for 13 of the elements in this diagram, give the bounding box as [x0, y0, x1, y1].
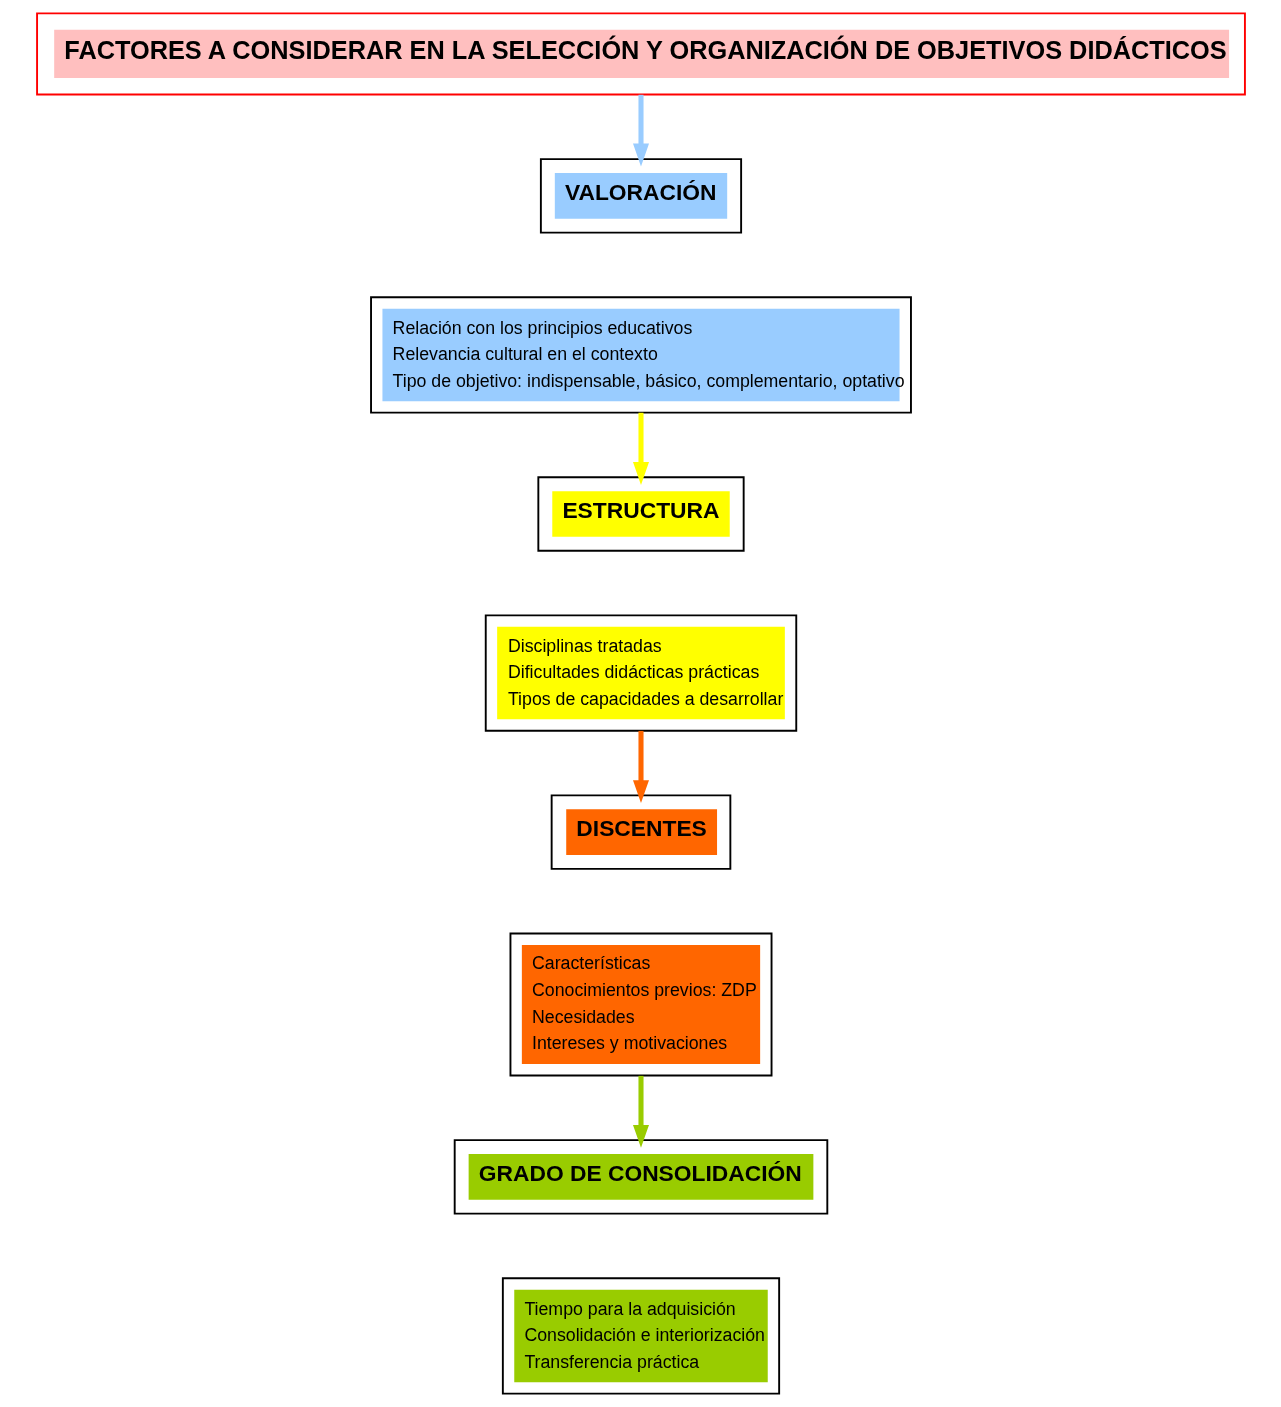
node-box: Disciplinas tratadas Dificultades didácticas prácticas Tipos de capacidades a desarrollar: [484, 614, 797, 732]
arrow: [632, 730, 649, 804]
node-box: GRADO DE CONSOLIDACIÓN: [453, 1139, 828, 1215]
arrow: [632, 94, 649, 167]
node-box: DISCENTES: [550, 794, 731, 870]
node-box: VALORACIÓN: [539, 158, 742, 234]
node-box: ESTRUCTURA: [536, 476, 745, 552]
node-box: Relación con los principios educativos Relevancia cultural en el contexto Tipo de objetivo: indispensable, básico, complementario, optativo: [369, 296, 912, 414]
arrow: [632, 412, 649, 485]
node-box: FACTORES A CONSIDERAR EN LA SELECCIÓN Y ORGANIZACIÓN DE OBJETIVOS DIDÁCTICOS: [35, 12, 1246, 96]
arrow: [632, 1075, 649, 1148]
node-box: Características Conocimientos previos: ZDP Necesidades Intereses y motivaciones: [509, 932, 772, 1077]
node-box: Tiempo para la adquisición Consolidación e interiorización Transferencia práctica: [501, 1277, 780, 1395]
